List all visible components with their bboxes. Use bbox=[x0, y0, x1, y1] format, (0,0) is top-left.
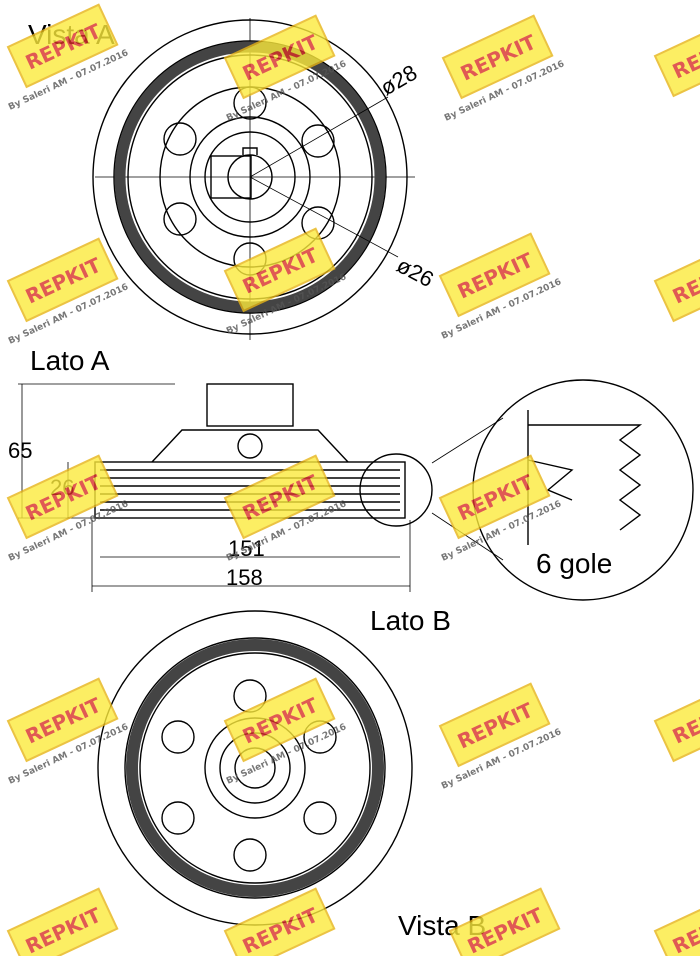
watermark-stamp-shape bbox=[653, 677, 700, 763]
detail-leader-bottom bbox=[431, 512, 504, 561]
pulley-boss bbox=[206, 383, 294, 427]
pulley-outer-rim bbox=[92, 19, 408, 335]
hole-lower-right-b bbox=[303, 801, 337, 835]
hole-bottom-b bbox=[233, 838, 267, 872]
hub-ring-inner bbox=[204, 131, 296, 223]
watermark-stamp: REPKIT bbox=[6, 887, 119, 956]
hub-ring-outer bbox=[189, 116, 311, 238]
rubber-ring-band-b bbox=[126, 639, 384, 897]
watermark-stamp-shape bbox=[653, 237, 700, 323]
watermark-stamp: REPKIT bbox=[448, 887, 561, 956]
watermark-stamp-shape bbox=[438, 232, 551, 318]
rubber-ring-outer bbox=[113, 40, 387, 314]
leader-dia-26 bbox=[249, 176, 399, 258]
rubber-ring-inner-b bbox=[139, 652, 371, 884]
watermark-stamp-shape bbox=[438, 682, 551, 768]
watermark-stamp-shape bbox=[448, 887, 561, 956]
center-bore bbox=[227, 154, 273, 200]
hole-lower-left-b bbox=[161, 801, 195, 835]
watermark-stamp: REPKIT bbox=[223, 14, 336, 100]
hub-square bbox=[210, 155, 252, 199]
watermark-stamp-shape bbox=[6, 887, 119, 956]
watermark-stamp: REPKIT bbox=[6, 677, 119, 763]
label-grooves: 6 gole bbox=[536, 548, 612, 579]
watermark-stamp: REPKIT bbox=[653, 677, 700, 763]
watermark-layer: REPKIT REPKIT REPKIT REPKIT REPKIT REPKI… bbox=[6, 3, 700, 956]
watermark-stamp: REPKIT bbox=[6, 3, 119, 89]
label-height-65: 65 bbox=[8, 438, 32, 463]
watermark-stamp: REPKIT bbox=[223, 887, 336, 956]
pulley-web bbox=[151, 429, 349, 463]
watermark-stamp-shape bbox=[223, 14, 336, 100]
watermark-stamp-shape bbox=[6, 677, 119, 763]
watermark-stamp-shape bbox=[653, 887, 700, 956]
detail-groove-zigzag bbox=[527, 459, 574, 501]
keyway bbox=[242, 147, 258, 155]
watermark-stamp: REPKIT bbox=[438, 454, 551, 540]
label-lato-a: Lato A bbox=[30, 345, 110, 376]
watermark-stamp: REPKIT bbox=[653, 887, 700, 956]
watermark-stamp: REPKIT bbox=[6, 237, 119, 323]
watermark-stamp: REPKIT bbox=[6, 454, 119, 540]
hole-upper-left bbox=[163, 122, 197, 156]
hole-upper-right bbox=[301, 124, 335, 158]
watermark-stamp: REPKIT bbox=[223, 227, 336, 313]
label-diameter-26: ø26 bbox=[393, 252, 438, 292]
leader-dia-28 bbox=[249, 96, 389, 178]
side-view bbox=[18, 379, 694, 601]
detail-leader-top bbox=[431, 417, 504, 464]
watermark-stamp-shape bbox=[223, 454, 336, 540]
watermark-stamp-shape bbox=[6, 3, 119, 89]
watermark-stamp: REPKIT bbox=[223, 677, 336, 763]
watermark-stamp-shape bbox=[223, 887, 336, 956]
watermark-stamp: REPKIT bbox=[223, 454, 336, 540]
label-width-151: 151 bbox=[228, 536, 265, 561]
rubber-ring-outer-b bbox=[124, 637, 386, 899]
watermark-stamp: REPKIT bbox=[441, 14, 554, 100]
watermark-stamp-shape bbox=[6, 237, 119, 323]
watermark-stamp: REPKIT bbox=[438, 682, 551, 768]
web-hole bbox=[237, 433, 263, 459]
watermark-stamp-shape bbox=[441, 14, 554, 100]
watermark-stamp-shape bbox=[223, 227, 336, 313]
watermark-stamp: REPKIT bbox=[438, 232, 551, 318]
watermark-stamp-shape bbox=[438, 454, 551, 540]
label-width-158: 158 bbox=[226, 565, 263, 590]
detail-circle-small bbox=[359, 453, 433, 527]
hole-lower-left bbox=[163, 202, 197, 236]
watermark-stamp-shape bbox=[653, 12, 700, 98]
hole-upper-left-b bbox=[161, 720, 195, 754]
watermark-stamp: REPKIT bbox=[653, 12, 700, 98]
detail-groove-profile bbox=[528, 424, 643, 531]
label-lato-b: Lato B bbox=[370, 605, 451, 636]
watermark-stamp-shape bbox=[6, 454, 119, 540]
watermark-stamp-shape bbox=[223, 677, 336, 763]
watermark-stamp: REPKIT bbox=[653, 237, 700, 323]
